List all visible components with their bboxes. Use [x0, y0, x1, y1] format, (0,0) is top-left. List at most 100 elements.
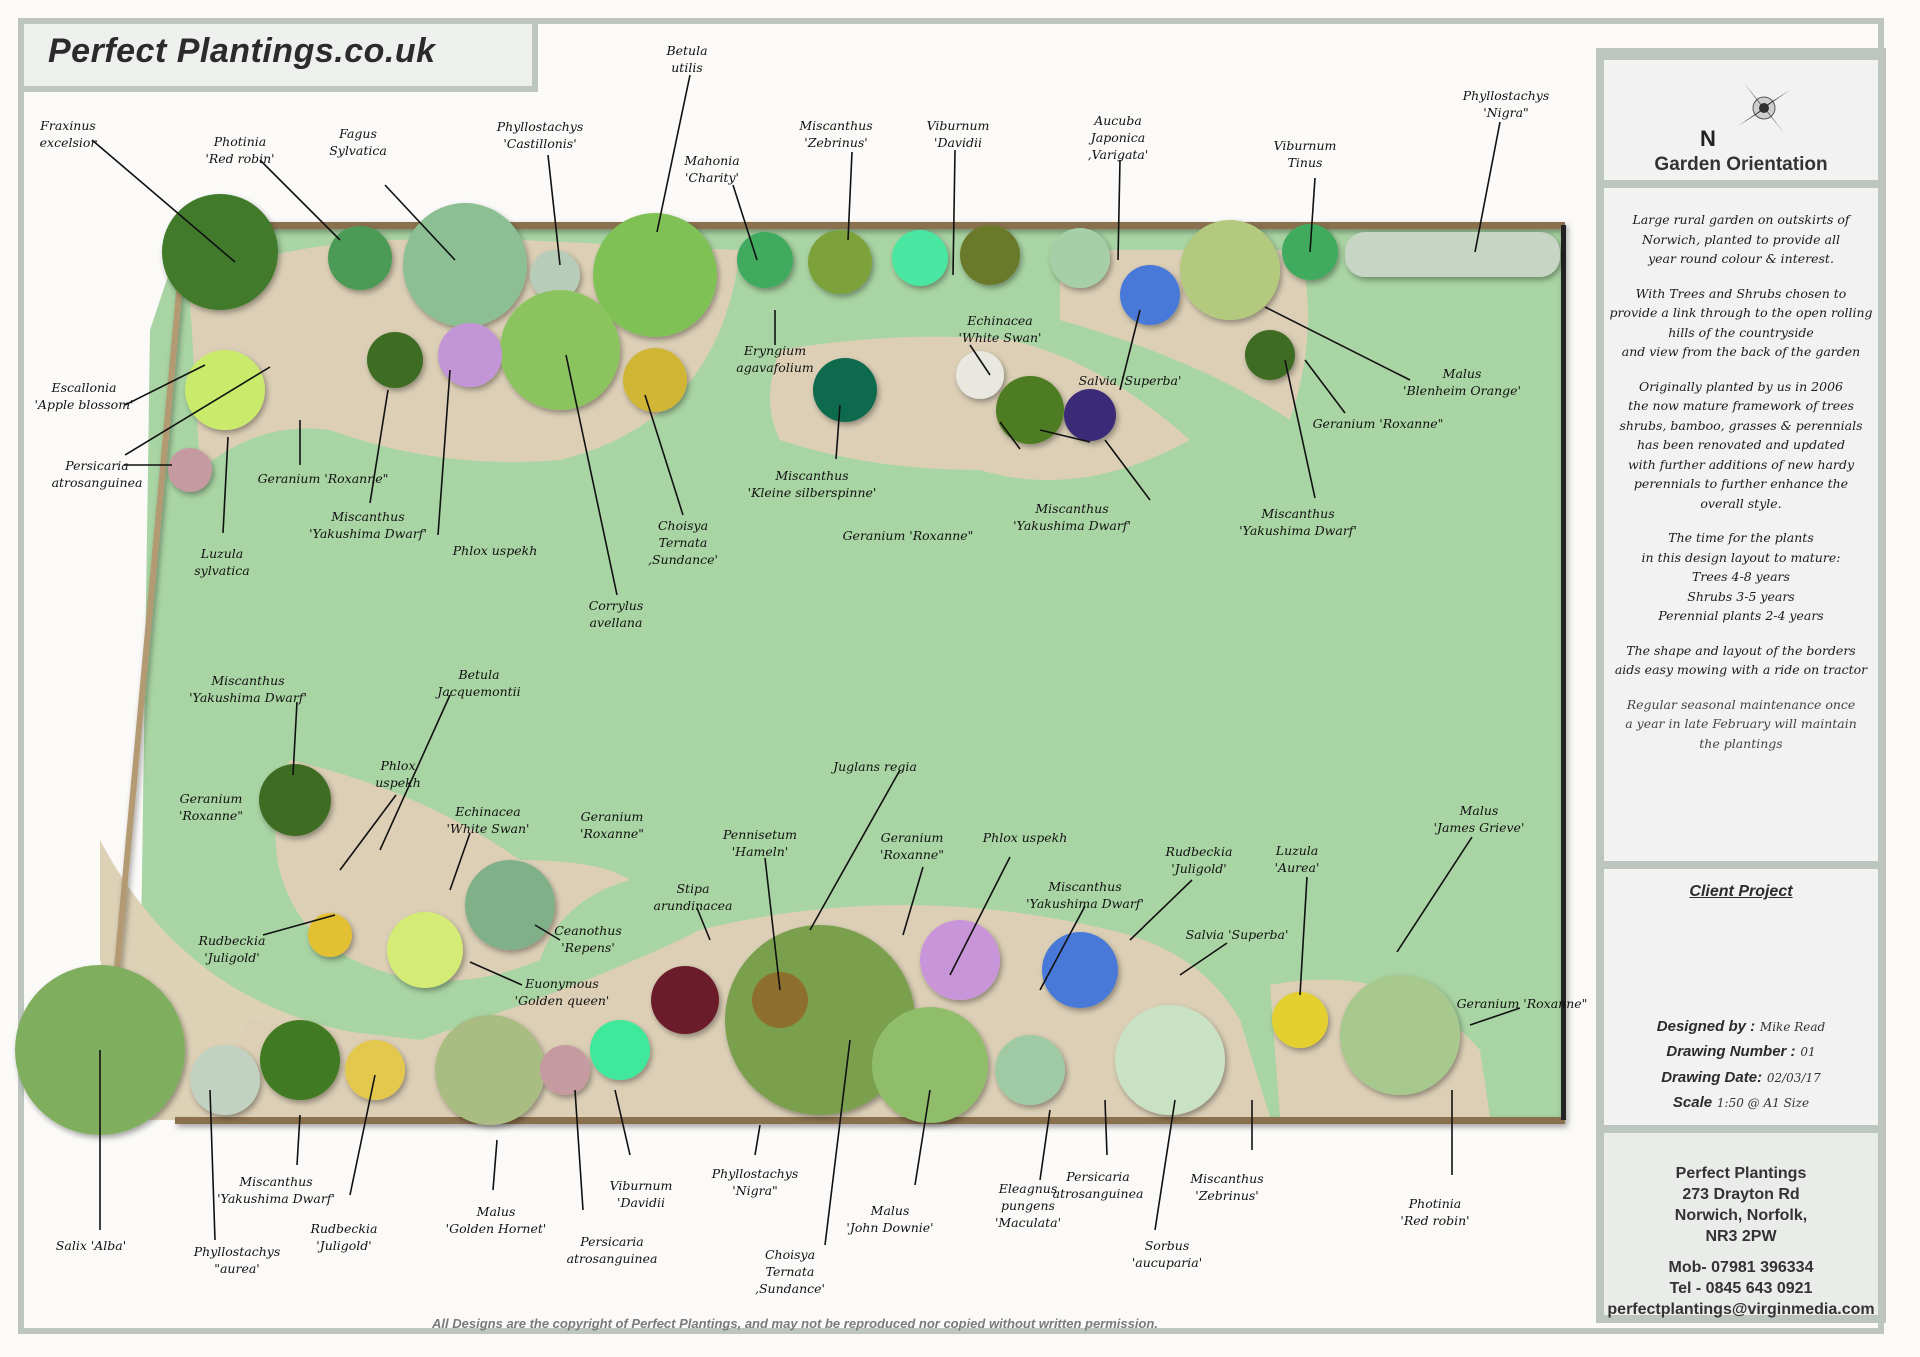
info-panel: N Garden Orientation Large rural garden …	[1596, 48, 1886, 1323]
plant-escallonia	[185, 350, 265, 430]
plant-label-line: 'Yakushima Dwarf'	[217, 1191, 335, 1206]
plant-john-downie	[872, 1007, 988, 1123]
plant-label-line: Viburnum	[1273, 138, 1337, 153]
plant-rudbeckia	[308, 913, 352, 957]
plant-label-line: 'Roxanne"	[879, 847, 945, 862]
plant-label-malus-james-grieve: Malus'James Grieve'	[1434, 802, 1525, 836]
client-project-box: Client Project Designed by : Mike Read D…	[1604, 869, 1878, 1125]
plant-label-line: Photinia	[213, 134, 267, 149]
leader-lines	[91, 74, 1521, 1246]
plant-label-photinia-red-robin-top: Photinia'Red robin'	[205, 133, 274, 167]
border-bed-top-mid	[770, 336, 1190, 480]
plant-label-phyllostachys-aurea: Phyllostachys"aurea'	[194, 1243, 280, 1277]
plant-fraxinus	[162, 194, 278, 310]
plant-label-line: agavafolium	[736, 360, 814, 375]
plant-label-line: Ternata	[765, 1264, 815, 1279]
plant-label-echinacea-white-swan-2: Echinacea'White Swan'	[447, 803, 530, 837]
page-title: Perfect Plantings.co.uk	[48, 32, 436, 70]
plant-label-phlox-uspekh-1: Phlox uspekh	[453, 542, 538, 559]
plant-label-malus-golden-hornet: Malus 'Golden Hornet'	[446, 1203, 547, 1237]
plant-echinacea	[956, 351, 1004, 399]
plant-label-line: 'Aurea'	[1274, 860, 1320, 875]
plant-label-line: Choisya	[657, 518, 709, 533]
plant-rudbeckia-3	[345, 1040, 405, 1100]
plant-label-line: atrosanguinea	[1052, 1186, 1144, 1201]
plant-label-miscanthus-zebrinus-bottom: Miscanthus'Zebrinus'	[1190, 1170, 1263, 1204]
plant-label-line: Aucuba	[1094, 113, 1142, 128]
plant-label-rudbeckia-juligold-2: Rudbeckia'Juligold'	[1166, 843, 1233, 877]
plant-label-miscanthus-yakushima-2: Miscanthus'Yakushima Dwarf'	[1013, 500, 1131, 534]
plant-label-line: Luzula	[200, 546, 244, 561]
plant-yakushima-4	[259, 764, 331, 836]
plant-label-line: Persicaria	[1066, 1169, 1130, 1184]
plant-label-geranium-roxanne-2: Geranium 'Roxanne"	[843, 527, 974, 544]
plant-label-salix-alba: Salix 'Alba'	[56, 1237, 126, 1254]
drawing-number-row: Drawing Number : 01	[1604, 1042, 1878, 1060]
north-indicator: N	[1700, 126, 1716, 151]
plant-golden-hornet	[435, 1015, 545, 1125]
plant-label-line: Eryngium	[743, 343, 807, 358]
plant-label-line: Salvia 'Superba'	[1185, 927, 1289, 942]
description-paragraph: The time for the plants in this design l…	[1641, 530, 1841, 623]
plant-label-geranium-roxanne-5: Geranium'Roxanne"	[580, 808, 644, 842]
plant-label-line: 'Yakushima Dwarf'	[1026, 896, 1144, 911]
plant-label-line: Euonymous	[525, 976, 599, 991]
plant-sorbus	[1115, 1005, 1225, 1115]
plant-label-line: Miscanthus	[239, 1174, 313, 1189]
plant-label-line: ,Sundance'	[755, 1281, 825, 1296]
plant-label-rudbeckia-juligold-1: Rudbeckia'Juligold'	[199, 932, 266, 966]
plant-label-salvia-superba-1: Salvia 'Superba'	[1079, 372, 1182, 389]
description-paragraph: Large rural garden on outskirts of Norwi…	[1632, 212, 1850, 266]
plant-label-line: 'Roxanne"	[178, 808, 244, 823]
plant-label-salvia-superba-2: Salvia 'Superba'	[1186, 926, 1289, 943]
plant-label-line: Luzula	[1275, 843, 1319, 858]
title-banner	[18, 18, 538, 92]
plant-yakushima	[367, 332, 423, 388]
plant-juglans	[725, 925, 915, 1115]
plant-kleine	[813, 358, 877, 422]
plant-label-line: Rudbeckia	[1165, 844, 1233, 859]
plant-label-line: 'Golden Hornet'	[445, 1221, 547, 1236]
plant-label-line: Fraxinus	[40, 118, 96, 133]
plant-label-line: pungens	[1001, 1198, 1055, 1213]
plant-phlox	[438, 323, 502, 387]
plant-label-line: Geranium	[880, 830, 944, 845]
plant-luzula-aurea	[1272, 992, 1328, 1048]
plant-euonymous	[387, 912, 463, 988]
plant-label-line: Betula	[666, 43, 708, 58]
plant-label-line: 'Repens'	[561, 940, 615, 955]
description-text: Large rural garden on outskirts of Norwi…	[1604, 210, 1878, 768]
plant-label-line: Rudbeckia	[198, 933, 266, 948]
mobile-number: Mob- 07981 396334	[1668, 1259, 1814, 1276]
designed-by-row: Designed by : Mike Read	[1604, 1017, 1878, 1035]
plant-viburnum-davidii	[960, 225, 1020, 285]
plant-label-ceanothus-repens: Ceanothus'Repens'	[554, 922, 622, 956]
plant-label-line: Salvia 'Superba'	[1078, 373, 1182, 388]
plant-salvia	[1120, 265, 1180, 325]
contact-details: Perfect Plantings 273 Drayton Rd Norwich…	[1604, 1163, 1878, 1320]
description-paragraph: Originally planted by us in 2006 the now…	[1619, 378, 1863, 511]
plant-label-line: Ternata	[658, 535, 708, 550]
plant-label-line: Malus	[476, 1204, 516, 1219]
plant-symbols	[15, 194, 1560, 1135]
plant-label-miscanthus-yakushima-6: Miscanthus 'Yakushima Dwarf'	[217, 1173, 335, 1207]
plant-label-line: Miscanthus	[775, 468, 849, 483]
plant-label-line: Photinia	[1408, 1196, 1462, 1211]
plant-label-line: 'White Swan'	[446, 821, 530, 836]
plant-label-miscanthus-kleine: Miscanthus'Kleine silberspinne'	[748, 467, 877, 501]
email-link[interactable]: perfectplantings@virginmedia.com	[1607, 1301, 1875, 1318]
plant-label-line: 'Nigra"	[732, 1183, 778, 1198]
plant-label-line: 'Apple blossom'	[34, 397, 134, 412]
plant-label-line: Phyllostachys	[193, 1244, 281, 1259]
plant-label-line: 'Yakushima Dwarf'	[189, 690, 307, 705]
address-line-1: 273 Drayton Rd	[1682, 1186, 1800, 1203]
plant-label-line: 'Zebrinus'	[1195, 1188, 1259, 1203]
plant-label-line: uspekh	[375, 775, 421, 790]
plant-malus-blenheim	[1180, 220, 1280, 320]
plant-label-geranium-roxanne-3: Geranium 'Roxanne"	[1313, 415, 1444, 432]
plant-salvia-bottom	[1042, 932, 1118, 1008]
company-name: Perfect Plantings	[1675, 1165, 1807, 1182]
